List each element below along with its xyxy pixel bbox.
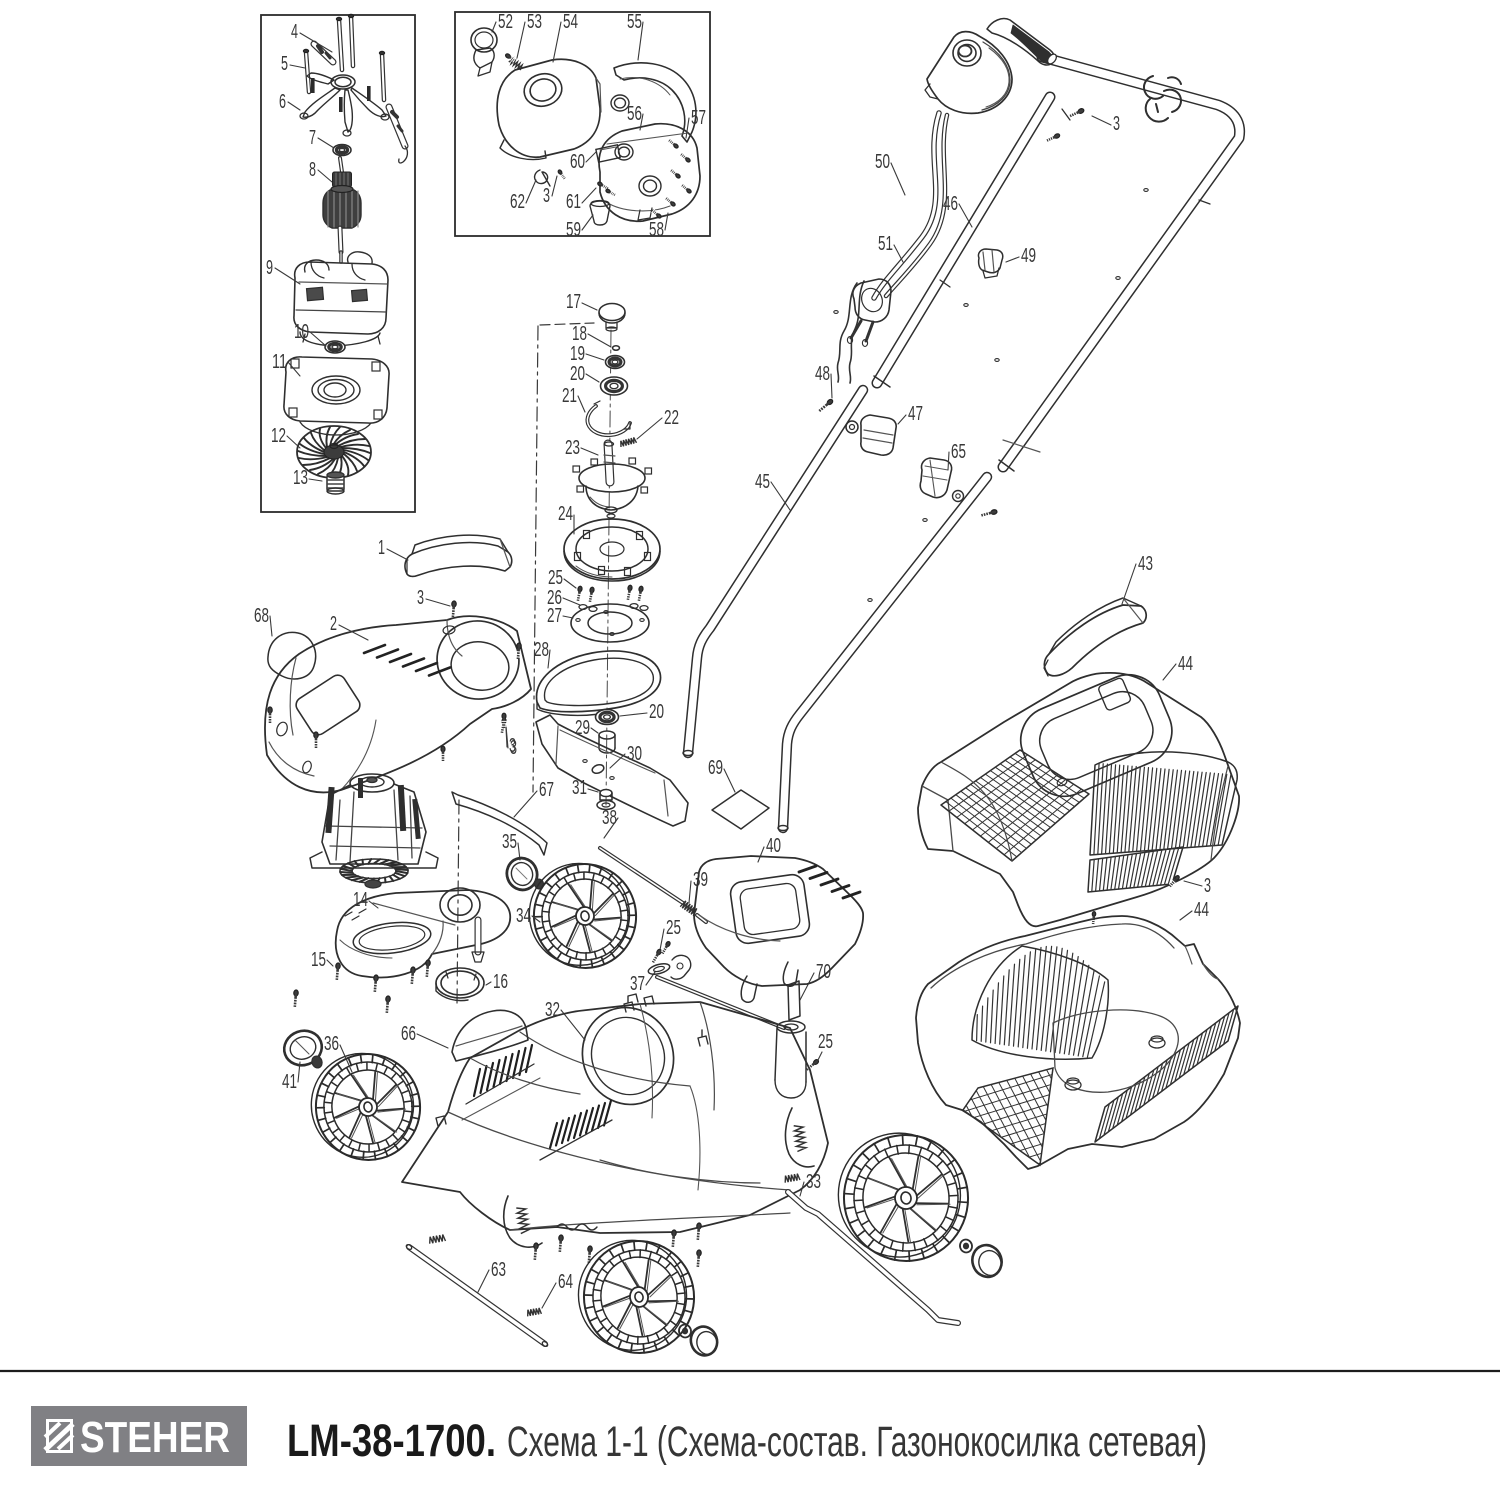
svg-text:5: 5 bbox=[281, 53, 288, 75]
svg-text:11: 11 bbox=[272, 351, 287, 373]
svg-text:1: 1 bbox=[378, 537, 385, 559]
svg-text:67: 67 bbox=[539, 779, 554, 801]
svg-text:10: 10 bbox=[294, 321, 309, 343]
svg-text:68: 68 bbox=[254, 605, 269, 627]
svg-text:13: 13 bbox=[293, 467, 308, 489]
svg-text:63: 63 bbox=[491, 1259, 506, 1281]
svg-text:62: 62 bbox=[510, 191, 525, 213]
svg-text:30: 30 bbox=[627, 743, 642, 765]
svg-text:39: 39 bbox=[693, 869, 708, 891]
svg-text:43: 43 bbox=[1138, 553, 1153, 575]
svg-text:66: 66 bbox=[401, 1023, 416, 1045]
svg-text:8: 8 bbox=[309, 159, 316, 181]
svg-text:18: 18 bbox=[572, 323, 587, 345]
svg-text:57: 57 bbox=[691, 107, 706, 129]
svg-text:9: 9 bbox=[266, 257, 273, 279]
svg-text:20: 20 bbox=[570, 363, 585, 385]
svg-text:25: 25 bbox=[548, 567, 563, 589]
svg-text:56: 56 bbox=[627, 103, 642, 125]
svg-text:45: 45 bbox=[755, 471, 770, 493]
svg-text:65: 65 bbox=[951, 441, 966, 463]
svg-text:37: 37 bbox=[630, 973, 645, 995]
svg-text:3: 3 bbox=[1113, 113, 1120, 135]
svg-text:47: 47 bbox=[908, 403, 923, 425]
svg-text:48: 48 bbox=[815, 363, 830, 385]
svg-text:27: 27 bbox=[547, 605, 562, 627]
svg-text:21: 21 bbox=[562, 385, 577, 407]
svg-text:41: 41 bbox=[282, 1071, 297, 1093]
svg-text:3: 3 bbox=[509, 735, 516, 757]
svg-text:3: 3 bbox=[543, 185, 550, 207]
svg-text:52: 52 bbox=[498, 11, 513, 33]
svg-text:20: 20 bbox=[649, 701, 664, 723]
svg-text:53: 53 bbox=[527, 11, 542, 33]
svg-text:58: 58 bbox=[649, 219, 664, 241]
svg-text:33: 33 bbox=[806, 1171, 821, 1193]
svg-text:44: 44 bbox=[1178, 653, 1193, 675]
svg-text:59: 59 bbox=[566, 219, 581, 241]
svg-text:STEHER: STEHER bbox=[80, 1413, 230, 1462]
svg-text:46: 46 bbox=[943, 193, 958, 215]
svg-text:15: 15 bbox=[311, 949, 326, 971]
svg-text:29: 29 bbox=[575, 717, 590, 739]
svg-text:25: 25 bbox=[818, 1031, 833, 1053]
svg-text:25: 25 bbox=[666, 917, 681, 939]
svg-text:54: 54 bbox=[563, 11, 578, 33]
svg-text:12: 12 bbox=[271, 425, 286, 447]
svg-text:3: 3 bbox=[1204, 875, 1211, 897]
svg-text:23: 23 bbox=[565, 437, 580, 459]
svg-text:6: 6 bbox=[279, 91, 286, 113]
svg-text:40: 40 bbox=[766, 835, 781, 857]
svg-text:4: 4 bbox=[291, 21, 298, 43]
svg-text:51: 51 bbox=[878, 233, 893, 255]
svg-text:31: 31 bbox=[572, 777, 587, 799]
svg-text:Схема 1-1 (Схема-состав. Газон: Схема 1-1 (Схема-состав. Газонокосилка с… bbox=[507, 1418, 1207, 1466]
svg-text:36: 36 bbox=[324, 1033, 339, 1055]
svg-text:60: 60 bbox=[570, 151, 585, 173]
svg-text:LM-38-1700.: LM-38-1700. bbox=[287, 1415, 496, 1466]
svg-text:50: 50 bbox=[875, 151, 890, 173]
svg-text:3: 3 bbox=[417, 587, 424, 609]
svg-text:2: 2 bbox=[330, 613, 337, 635]
svg-text:55: 55 bbox=[627, 11, 642, 33]
svg-text:64: 64 bbox=[558, 1271, 573, 1293]
svg-text:49: 49 bbox=[1021, 245, 1036, 267]
svg-text:35: 35 bbox=[502, 831, 517, 853]
svg-text:7: 7 bbox=[309, 127, 316, 149]
svg-text:17: 17 bbox=[566, 291, 581, 313]
svg-text:16: 16 bbox=[493, 971, 508, 993]
svg-text:34: 34 bbox=[516, 905, 531, 927]
svg-text:44: 44 bbox=[1194, 899, 1209, 921]
svg-text:24: 24 bbox=[558, 503, 573, 525]
svg-text:69: 69 bbox=[708, 757, 723, 779]
svg-text:19: 19 bbox=[570, 343, 585, 365]
svg-text:61: 61 bbox=[566, 191, 581, 213]
svg-text:38: 38 bbox=[602, 807, 617, 829]
svg-text:22: 22 bbox=[664, 407, 679, 429]
svg-text:28: 28 bbox=[534, 639, 549, 661]
svg-text:14: 14 bbox=[353, 889, 368, 911]
